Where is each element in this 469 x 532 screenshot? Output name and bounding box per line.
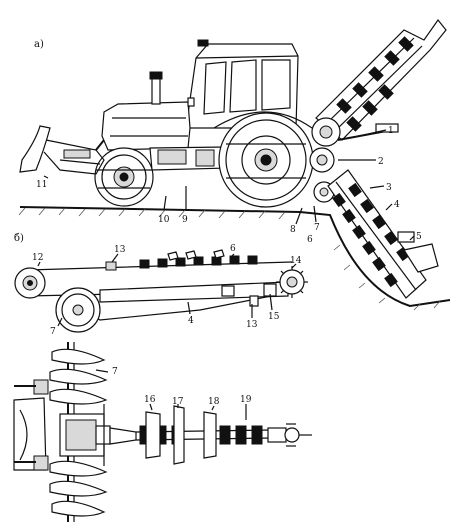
label-3: 3 — [386, 183, 392, 193]
label-13a: 13 — [114, 245, 126, 255]
label-7b: 7 — [50, 327, 56, 337]
label-16: 16 — [144, 395, 156, 405]
label-2: 2 — [378, 157, 384, 167]
view-b-label: б) — [14, 233, 24, 244]
view-b-callouts — [37, 253, 297, 327]
label-15: 15 — [268, 312, 280, 322]
label-6b: 6 — [230, 244, 236, 254]
tractor — [94, 39, 314, 208]
dozer-blade — [19, 125, 105, 175]
trencher-side-view — [14, 249, 308, 333]
view-a-label: а) — [34, 39, 44, 50]
label-12: 12 — [32, 253, 43, 263]
trencher-boom-lowered — [309, 147, 439, 299]
label-17: 17 — [172, 397, 184, 407]
label-13b: 13 — [246, 320, 258, 330]
label-7c: 7 — [112, 367, 118, 377]
label-1: 1 — [388, 126, 394, 136]
tractor-hood — [101, 101, 191, 151]
view-a-callouts — [43, 129, 415, 241]
rear-wheel — [218, 112, 314, 208]
label-10: 10 — [158, 215, 170, 225]
trencher-boom-raised — [311, 18, 447, 147]
label-7a: 7 — [314, 223, 320, 233]
view-c-callouts — [95, 369, 247, 420]
label-18: 18 — [208, 397, 220, 407]
label-9: 9 — [182, 215, 188, 225]
label-19: 19 — [240, 395, 252, 405]
label-14: 14 — [290, 256, 302, 266]
auger-flights — [49, 348, 108, 517]
label-6a: 6 — [307, 235, 313, 245]
label-4a: 4 — [394, 200, 400, 210]
label-5: 5 — [416, 232, 422, 242]
exhaust-pipe — [151, 77, 161, 105]
label-4b: 4 — [188, 316, 194, 326]
label-8: 8 — [290, 225, 296, 235]
label-11: 11 — [36, 180, 47, 190]
front-wheel — [94, 147, 154, 207]
trencher-plan-view — [13, 342, 312, 522]
ground-line-a — [18, 206, 451, 311]
